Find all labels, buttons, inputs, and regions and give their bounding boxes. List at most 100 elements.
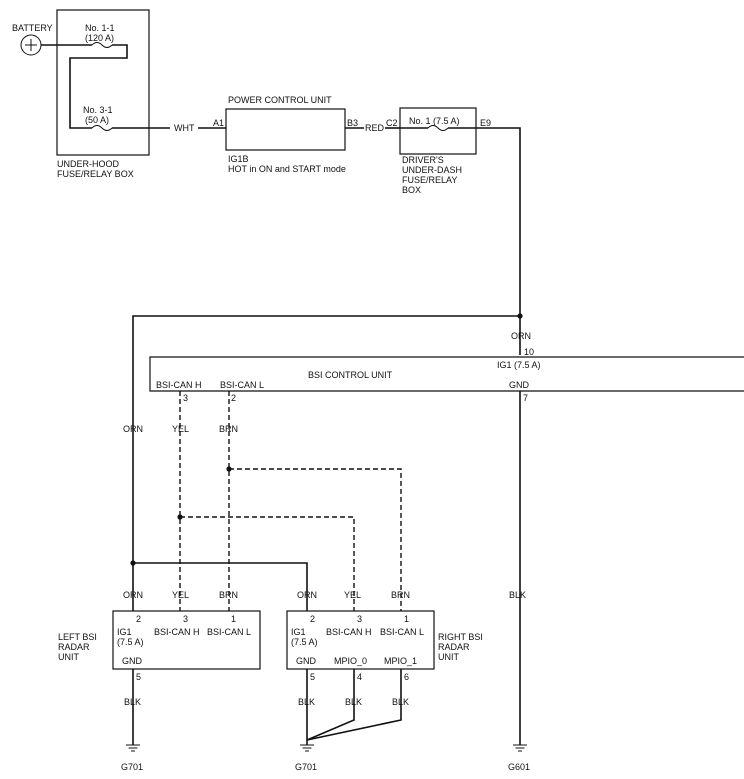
right-radar-gnd-label: GND [296,656,317,666]
bsi-can-h-label: BSI-CAN H [156,380,202,390]
wire-label-yel-bsi: YEL [172,424,189,434]
underhood-box-name-2: FUSE/RELAY BOX [57,169,134,179]
pcu-desc-1: IG1B [228,154,249,164]
power-control-unit: POWER CONTROL UNIT A1 B3 IG1B HOT in ON … [213,95,358,174]
wire-label-red: RED [365,123,385,133]
battery: BATTERY [12,23,53,56]
wire-label-yel-right-radar: YEL [344,590,361,600]
left-radar-can-h-label: BSI-CAN H [154,627,200,637]
right-radar-name-1: RIGHT BSI [438,632,483,642]
can-l-right-wire [229,468,402,611]
right-radar-mpio1-pin: 6 [404,672,409,682]
fuse-1-1-label: No. 1-1 [85,23,115,33]
underdash-pin-c2: C2 [386,118,398,128]
bsi-gnd-label: GND [509,380,530,390]
left-radar-ig1-label: IG1 [117,627,132,637]
underhood-box-outline [56,9,150,156]
pcu-pin-a1: A1 [213,118,224,128]
fuse-no1-icon [427,125,449,131]
right-radar-name-3: UNIT [438,652,459,662]
right-radar-mpio0-wire [306,669,355,741]
ground-g701-right-label: G701 [295,762,317,772]
orn-trunk-wire [132,315,520,565]
ground-left-icon [126,744,140,752]
right-radar-mpio1-wire [306,669,402,741]
ground-right-icon [300,744,314,752]
wire-label-blk-right-mpio1: BLK [392,697,409,707]
wire-label-blk-right-gnd: BLK [298,697,315,707]
right-radar-can-l-label: BSI-CAN L [380,627,424,637]
underdash-box-outline [399,107,477,155]
bsi-can-l-label: BSI-CAN L [220,380,264,390]
bsi-can-h-pin: 3 [183,393,188,403]
underhood-box-name-1: UNDER-HOOD [57,159,119,169]
wire-label-brn-right-radar: BRN [391,590,410,600]
bsi-ig1-pin: 10 [524,347,534,357]
right-radar-mpio0-label: MPIO_0 [334,656,367,666]
left-radar-ig1-rating: (7.5 A) [117,637,144,647]
wire-label-orn-left-radar: ORN [123,590,143,600]
splice-can-h [177,514,183,520]
left-radar-can-h-pin: 3 [183,614,188,624]
wire-label-orn-right-radar: ORN [297,590,317,600]
left-radar-can-l-label: BSI-CAN L [207,627,251,637]
ground-g701-left-label: G701 [121,762,143,772]
ground-g601-label: G601 [508,762,530,772]
wire-label-brn-left-radar: BRN [219,590,238,600]
right-radar-ig1-rating: (7.5 A) [291,637,318,647]
bsi-control-title: BSI CONTROL UNIT [308,370,393,380]
right-radar-can-l-pin: 1 [404,614,409,624]
wire-label-wht: WHT [174,123,195,133]
can-h-right-wire [180,516,355,611]
right-radar-mpio0-pin: 4 [357,672,362,682]
bsi-control-unit: 10 IG1 (7.5 A) BSI CONTROL UNIT BSI-CAN … [149,347,744,403]
left-radar-ig1-pin: 2 [136,614,141,624]
bsi-gnd-pin: 7 [523,393,528,403]
fuse-3-1-rating: (50 A) [85,115,109,125]
underhood-fuse-box: No. 1-1 (120 A) No. 3-1 (50 A) UNDER-HOO… [41,9,170,179]
wire-label-orn-left-trunk: ORN [123,424,143,434]
e9-feed-wire [476,127,521,316]
left-radar-gnd-label: GND [122,656,143,666]
underdash-name-2: UNDER-DASH [402,165,462,175]
right-radar-can-h-pin: 3 [357,614,362,624]
underdash-name-3: FUSE/RELAY [402,175,457,185]
fuse-1-1-icon [91,42,113,48]
fuse-no1-label: No. 1 (7.5 A) [409,116,460,126]
bsi-ig1-label: IG1 (7.5 A) [497,360,541,370]
fuse-3-1-icon [91,125,113,131]
fuse-3-1-label: No. 3-1 [83,105,113,115]
ground-g601: G601 [508,740,530,772]
right-radar-ig1-pin: 2 [310,614,315,624]
right-bsi-radar-unit: 2 3 1 IG1 (7.5 A) BSI-CAN H BSI-CAN L GN… [286,610,483,682]
left-bsi-radar-unit: 2 3 1 IG1 (7.5 A) BSI-CAN H BSI-CAN L GN… [58,610,261,682]
underdash-fuse-box: C2 E9 No. 1 (7.5 A) DRIVER'S UNDER-DASH … [386,107,491,195]
right-radar-ig1-label: IG1 [291,627,306,637]
wire-label-blk-left: BLK [124,697,141,707]
bsi-can-l-pin: 2 [231,393,236,403]
wire-label-orn-bsi: ORN [511,331,531,341]
fuse-1-1-rating: (120 A) [85,33,114,43]
left-radar-name-1: LEFT BSI [58,632,97,642]
ground-g601-icon [513,744,527,752]
orn-to-right-radar-wire [133,562,308,611]
right-radar-mpio1-label: MPIO_1 [384,656,417,666]
right-radar-name-2: RADAR [438,642,470,652]
left-radar-name-2: RADAR [58,642,90,652]
left-radar-outline [112,610,261,670]
underdash-name-4: BOX [402,185,421,195]
right-radar-gnd-pin: 5 [310,672,315,682]
left-radar-can-l-pin: 1 [231,614,236,624]
splice-can-l [226,466,232,472]
wire-label-brn-bsi: BRN [219,424,238,434]
bsi-control-outline [149,356,744,392]
right-radar-outline [286,610,435,670]
wire-label-blk-right-mpio0: BLK [345,697,362,707]
left-radar-name-3: UNIT [58,652,79,662]
right-radar-can-h-label: BSI-CAN H [326,627,372,637]
ground-g701-right: G701 [295,740,317,772]
internal-busbar-wire [69,44,128,129]
pcu-desc-2: HOT in ON and START mode [228,164,346,174]
wire-label-yel-left-radar: YEL [172,590,189,600]
